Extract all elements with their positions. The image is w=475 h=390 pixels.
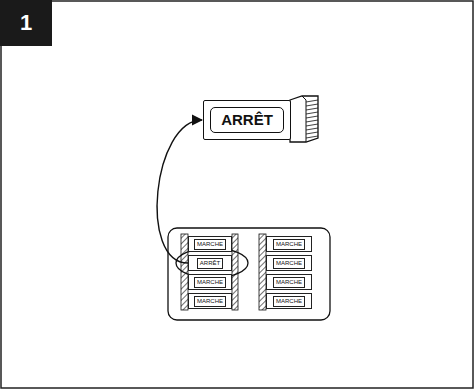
ridge-line [306, 108, 318, 110]
ridge-line [306, 128, 318, 130]
ridge-line [306, 124, 318, 126]
step-badge: 1 [0, 0, 52, 46]
switch-label: MARCHE [194, 296, 226, 307]
ridge-line [306, 100, 318, 102]
ridge-line [306, 104, 318, 106]
switch-end [290, 96, 318, 142]
ridge-line [306, 120, 318, 122]
ridge-line [306, 116, 318, 118]
switch-label: MARCHE [273, 258, 305, 269]
breaker-switch: MARCHE [188, 293, 232, 309]
switch-label: MARCHE [194, 239, 226, 250]
switch-label: ARRÊT [197, 258, 223, 269]
breaker-switch: MARCHE [188, 236, 232, 252]
breaker-switch: MARCHE [266, 236, 312, 252]
breaker-panel [168, 228, 330, 320]
switch-label: MARCHE [273, 296, 305, 307]
switch-label: ARRÊT [210, 107, 284, 133]
breaker-switch: ARRÊT [188, 255, 232, 271]
breaker-switch: MARCHE [266, 255, 312, 271]
ridge-line [306, 136, 318, 138]
switch-ridges [306, 100, 318, 138]
switch-label: MARCHE [273, 239, 305, 250]
enlarged-switch: ARRÊT [203, 100, 291, 140]
callout-number: 1 [20, 10, 32, 36]
hatched-strip [259, 234, 266, 310]
switch-label: MARCHE [273, 277, 305, 288]
hatched-strip [232, 234, 238, 310]
breaker-switch: MARCHE [266, 293, 312, 309]
ridge-line [306, 112, 318, 114]
breaker-switch: MARCHE [266, 274, 312, 290]
ridge-line [306, 132, 318, 134]
breaker-switch: MARCHE [188, 274, 232, 290]
switch-label: MARCHE [194, 277, 226, 288]
